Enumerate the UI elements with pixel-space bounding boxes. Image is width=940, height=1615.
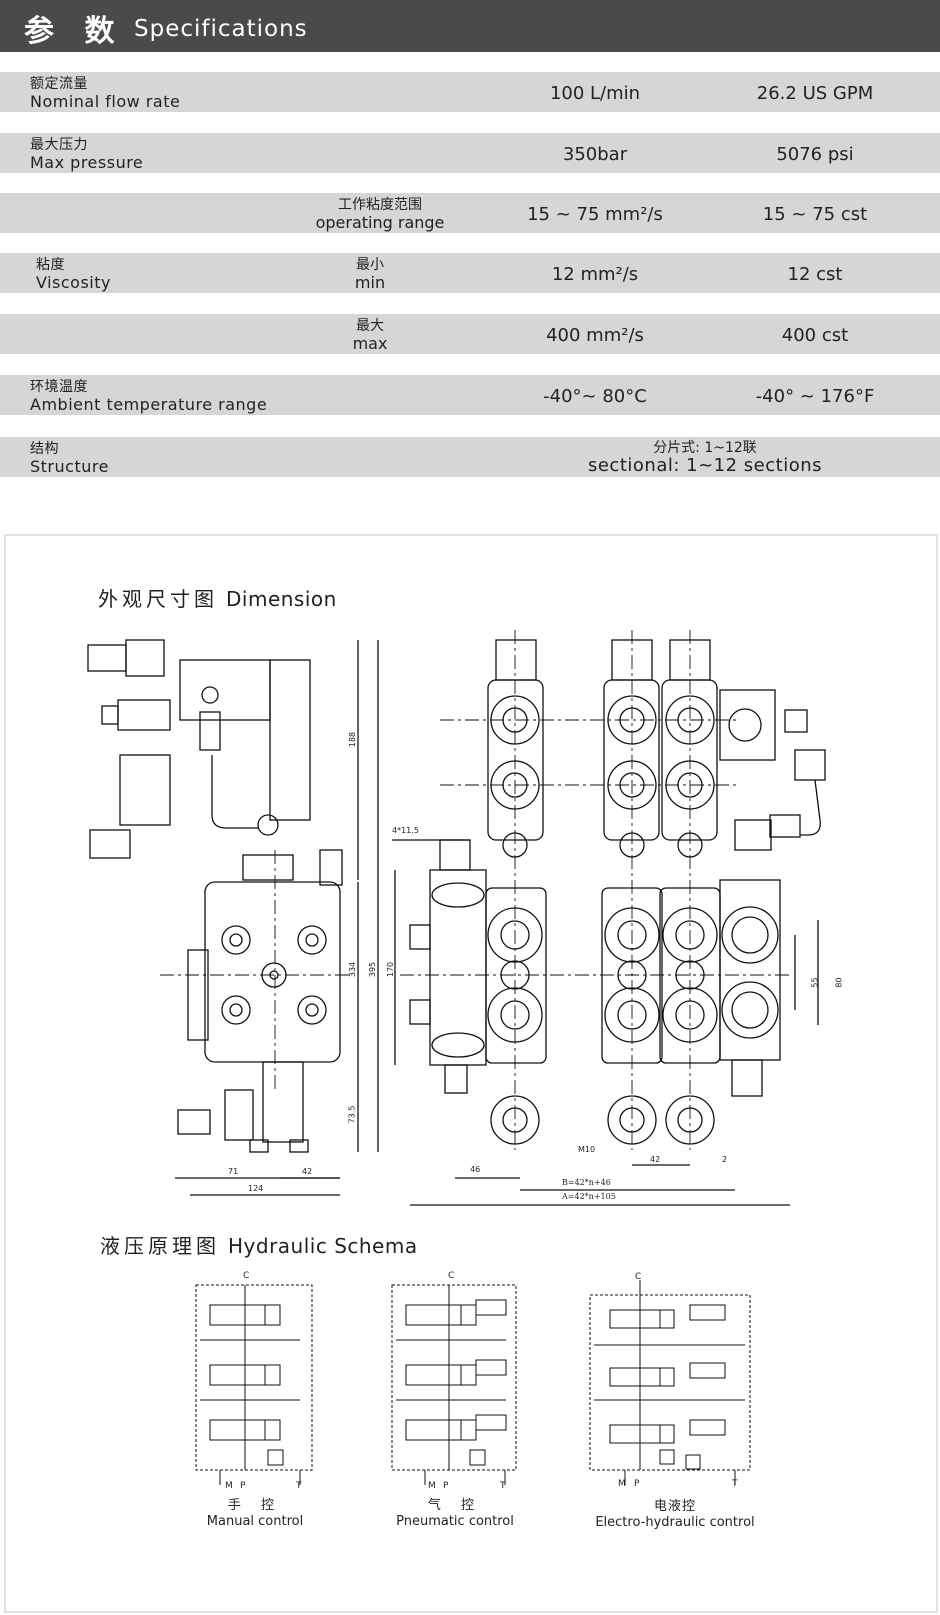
- manual-port-t: T: [296, 1481, 302, 1491]
- operating-imperial: 15 ~ 75 cst: [762, 204, 868, 225]
- pneumatic-port-c: C: [448, 1271, 455, 1281]
- vmax-imperial: 400 cst: [781, 325, 849, 346]
- schema-manual: [195, 1284, 313, 1485]
- flow-metric: 100 L/min: [549, 83, 641, 104]
- temp-imperial: -40° ~ 176°F: [755, 386, 875, 407]
- header-title-zh: 参 数: [24, 14, 125, 49]
- schema-electro: [589, 1280, 751, 1485]
- schema-pneumatic: [391, 1284, 517, 1485]
- drawing-panel: [4, 534, 938, 1613]
- pneumatic-port-t: T: [500, 1481, 506, 1491]
- electro-port-c: C: [635, 1272, 642, 1282]
- dim-42-front: 42: [650, 1155, 661, 1164]
- pneumatic-port-p: P: [443, 1481, 449, 1491]
- flow-imperial: 26.2 US GPM: [756, 83, 874, 104]
- dim-42-side: 42: [302, 1167, 313, 1176]
- dim-a: A=42*n+105: [562, 1192, 616, 1201]
- dim-71: 71: [228, 1167, 239, 1176]
- pressure-metric: 350bar: [562, 144, 628, 165]
- electro-port-m: M: [618, 1479, 626, 1489]
- manual-port-m: M: [225, 1481, 233, 1491]
- vmin-metric: 12 mm²/s: [551, 264, 639, 285]
- dim-46: 46: [470, 1165, 481, 1174]
- specs-header: 参 数 Specifications: [0, 0, 940, 52]
- pneumatic-port-m: M: [428, 1481, 436, 1491]
- dim-124: 124: [248, 1184, 264, 1193]
- manual-port-c: C: [243, 1271, 250, 1281]
- operating-metric: 15 ~ 75 mm²/s: [527, 204, 663, 225]
- electro-port-t: T: [732, 1479, 738, 1489]
- dim-m10: M10: [578, 1145, 596, 1154]
- dim-4x11-5: 4*11.5: [392, 826, 419, 835]
- vmax-metric: 400 mm²/s: [546, 325, 644, 346]
- temp-metric: -40°~ 80°C: [543, 386, 647, 407]
- header-title-en: Specifications: [134, 16, 308, 42]
- vmin-imperial: 12 cst: [787, 264, 843, 285]
- manual-port-p: P: [240, 1481, 246, 1491]
- pressure-imperial: 5076 psi: [776, 144, 854, 165]
- dim-b: B=42*n+46: [562, 1178, 611, 1187]
- dim-2: 2: [722, 1155, 728, 1164]
- electro-port-p: P: [634, 1479, 640, 1489]
